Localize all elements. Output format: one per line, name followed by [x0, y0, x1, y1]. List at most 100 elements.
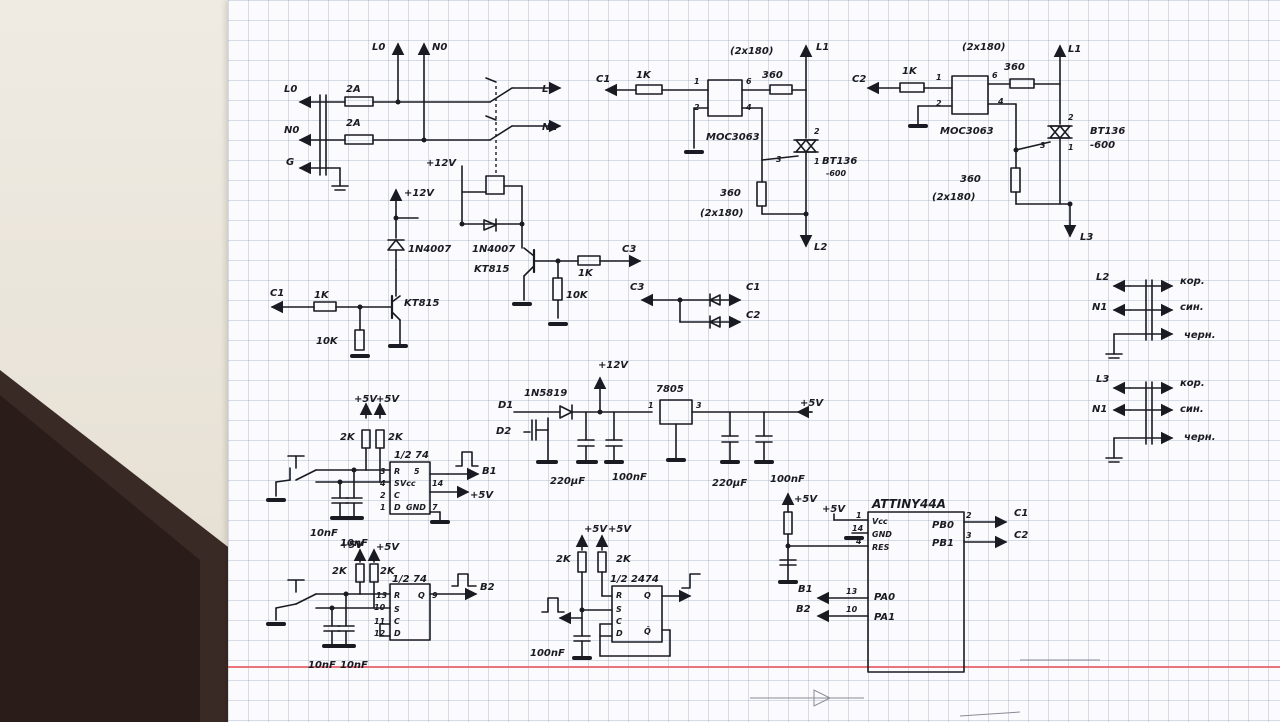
triac1-line-out: L2: [814, 242, 827, 253]
power-d1: D1: [498, 400, 513, 411]
triac2-tpin1: 1: [1068, 143, 1074, 152]
ff-pin-q: Q: [644, 591, 651, 600]
l0-top-label: L0: [372, 42, 385, 53]
n1-out-label: N1: [542, 122, 557, 133]
mcu-pin14: 14: [852, 524, 864, 533]
deb2-pin-c: C: [394, 617, 400, 626]
fuse-1: [344, 96, 374, 107]
deb1-pin-r: R: [394, 467, 400, 476]
mcu-pb1: PB1: [932, 538, 954, 549]
ff-pin-r: R: [616, 591, 622, 600]
ff-chip: [611, 585, 663, 643]
faint-marks: [750, 659, 1100, 717]
deb1-pin-gnd: GND: [406, 503, 426, 512]
triac1-r-in: 1K: [636, 70, 652, 81]
cable1-w3: черн.: [1184, 330, 1216, 341]
r-base-2-label: 1K: [578, 268, 594, 279]
deb2-pin-q: Q: [418, 591, 425, 600]
triac2-line-top: L1: [1068, 44, 1081, 55]
ff-chip-label: 1/2 2474: [610, 574, 659, 585]
relay-driver-supply: +12V: [404, 188, 435, 199]
mcu-in-b1: B1: [798, 584, 813, 595]
opto2-pin6: 6: [992, 71, 998, 80]
diode-or-in: C3: [630, 282, 644, 293]
diode-or-section: C3 C1 C2: [630, 282, 760, 329]
mcu-pa1: PA1: [874, 612, 895, 623]
cable-1-section: L2 N1 кор. син. черн.: [1092, 272, 1216, 359]
opto1-pin6: 6: [746, 77, 752, 86]
q1-label: KT815: [404, 298, 439, 309]
opto-1-label: MOC3063: [706, 132, 760, 143]
ff-p5a: +5V: [584, 524, 608, 535]
triac2-r-bottom-pair: (2x180): [932, 192, 975, 203]
ac-input-section: L0 N0 L0 N0 G 2A 2A L1 N1: [284, 42, 562, 191]
ff-p5b: +5V: [608, 524, 632, 535]
mcu-p-res: RES: [872, 543, 890, 552]
relay-out-c3: C3: [622, 244, 636, 255]
diode-2-label: 1N4007: [472, 244, 515, 255]
triac2-rating: -600: [1090, 140, 1115, 151]
triac1-r-bottom-pair: (2x180): [700, 208, 743, 219]
triac1-tpin1: 1: [814, 157, 820, 166]
deb1-pin-d: D: [394, 503, 401, 512]
triac-1-section: C1 1K 1 2 6 4 MOC3063 360 (2x180) L1 2 1…: [596, 42, 857, 253]
opto-2-label: MOC3063: [940, 126, 994, 137]
deb1-chip-label: 1/2 74: [394, 450, 429, 461]
deb1-pin-s: S: [394, 479, 400, 488]
q2-label: KT815: [474, 264, 509, 275]
power-cap4: 100nF: [770, 474, 805, 485]
power-12v: +12V: [598, 360, 629, 371]
diode-or-out-c1: C1: [746, 282, 760, 293]
triac1-r-top: 360: [762, 70, 783, 81]
mcu-section: ATTINY44A +5V +5V 1 14 4 Vcc GND RES PB0…: [778, 492, 1028, 673]
flipflop-section: +5V +5V 2K 2K 1/2 2474 R S C D Q Q̄ 100n…: [530, 524, 701, 660]
deb2-r1: 2K: [332, 566, 348, 577]
deb1-n3: 3: [380, 467, 386, 476]
triac2-line-out: L3: [1080, 232, 1093, 243]
mcu-pa0: PA0: [874, 592, 895, 603]
ff-r1: 2K: [556, 554, 572, 565]
relay-coil-supply: +12V: [426, 158, 457, 169]
opto-2: [951, 75, 989, 115]
ff-pin-d: D: [616, 629, 623, 638]
deb1-n14: 14: [432, 479, 444, 488]
mcu-n2: 2: [966, 511, 972, 520]
deb2-cap-a: 10nF: [308, 660, 336, 671]
mcu-p-vcc: Vcc: [872, 517, 888, 526]
power-5v: +5V: [800, 398, 824, 409]
triac2-tpin2: 2: [1068, 113, 1074, 122]
ff-cap: 100nF: [530, 648, 565, 659]
deb2-chip: [389, 583, 431, 641]
deb2-pin-r: R: [394, 591, 400, 600]
n0-label: N0: [284, 125, 299, 136]
triac1-r-bottom: 360: [720, 188, 741, 199]
mcu-r-vcc-label: +5V: [794, 494, 818, 505]
deb2-n13: 13: [376, 591, 388, 600]
cable1-neutral: N1: [1092, 302, 1107, 313]
diode-or-out-c2: C2: [746, 310, 760, 321]
r-base-1-label: 1K: [314, 290, 330, 301]
cable1-w1: кор.: [1180, 276, 1205, 287]
red-margin-line: [228, 666, 1280, 668]
grid-paper: [228, 0, 1280, 722]
cable2-w2: син.: [1180, 404, 1204, 415]
mcu-out-c1: C1: [1014, 508, 1028, 519]
deb2-n9: 9: [432, 591, 438, 600]
ff-pin-c: C: [616, 617, 622, 626]
cable2-w1: кор.: [1180, 378, 1205, 389]
relay-in-c1: C1: [270, 288, 284, 299]
triac2-in: C2: [852, 74, 866, 85]
opto1-pin1: 1: [694, 77, 700, 86]
deb1-pin-c: C: [394, 491, 400, 500]
relay-driver-section: +12V 1N4007 KT815 1K C1 10K +12V: [270, 158, 642, 358]
power-diode-schottky: 1N5819: [524, 388, 567, 399]
opto2-pin4: 4: [997, 97, 1004, 106]
deb2-pin-s: S: [394, 605, 400, 614]
mcu-pin4: 4: [855, 537, 862, 546]
r-pull-1-label: 10K: [316, 336, 339, 347]
triac1-in: C1: [596, 74, 610, 85]
mcu-p-gnd: GND: [872, 530, 892, 539]
power-cap1: 220µF: [550, 476, 585, 487]
